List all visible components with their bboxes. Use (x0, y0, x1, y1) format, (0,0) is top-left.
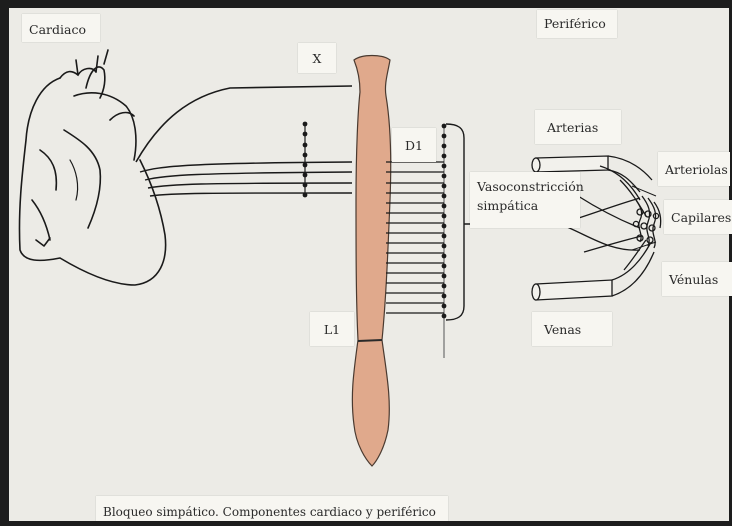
label-venas: Venas (532, 312, 612, 346)
l1-boundary (358, 340, 382, 341)
label-capilares: Capilares (664, 200, 732, 234)
label-arteriolas: Arteriolas (658, 152, 730, 186)
label-arterias: Arterias (535, 110, 621, 144)
caption: Bloqueo simpático. Componentes cardiaco … (96, 496, 448, 521)
label-vasoconstriccion: Vasoconstricción simpática (470, 172, 580, 228)
label-l1: L1 (310, 312, 354, 346)
label-x: X (298, 43, 336, 73)
label-d1: D1 (392, 128, 436, 162)
label-venulas: Vénulas (662, 262, 732, 296)
label-cardiaco: Cardiaco (22, 14, 100, 42)
label-periferico: Periférico (537, 10, 617, 38)
spinal-cord-icon (352, 56, 390, 467)
